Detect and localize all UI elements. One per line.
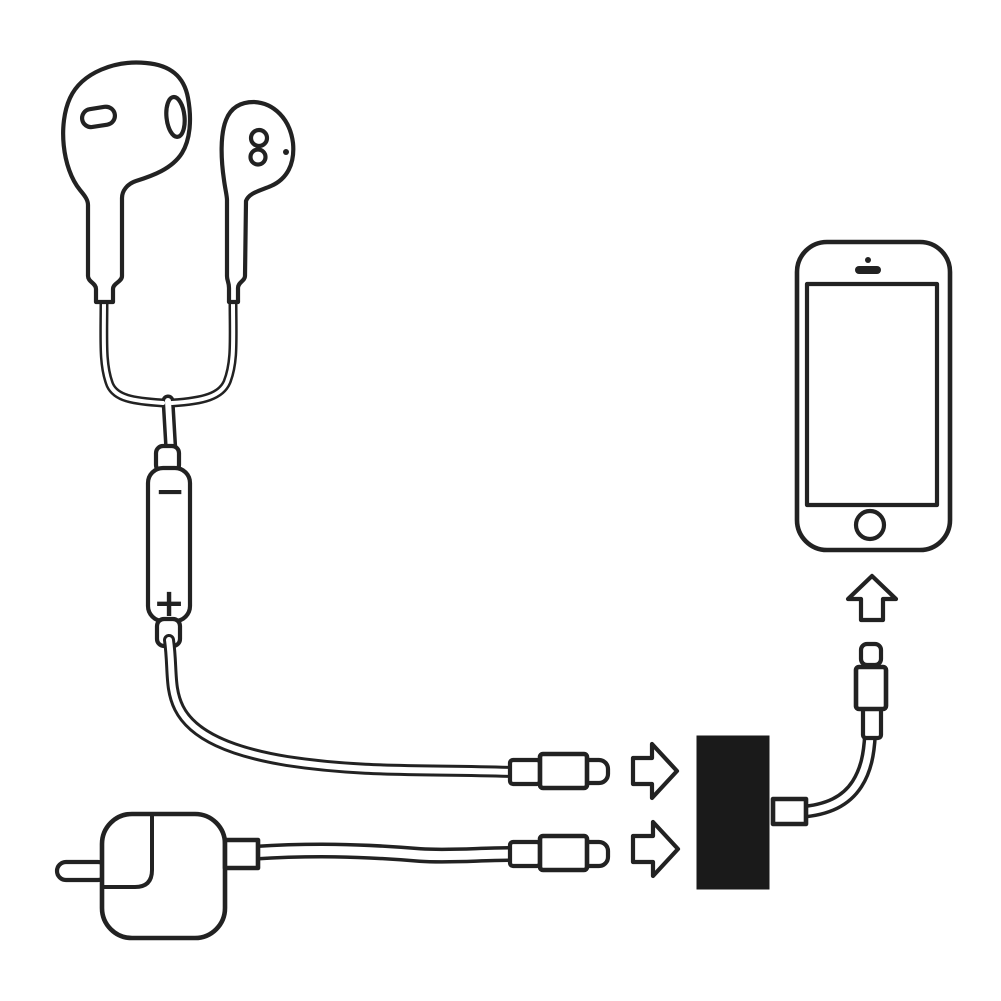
splitter-adapter-assembly [696, 573, 899, 890]
merged-cable-core [165, 398, 174, 455]
volume-down-minus-icon: − [155, 472, 185, 513]
charge-connector-strain-relief [507, 839, 543, 869]
left-earbud-cable-core [101, 298, 165, 405]
audio-lightning-connector [507, 751, 611, 791]
power-adapter-assembly [54, 811, 611, 941]
iphone-camera-dot [865, 257, 871, 263]
iphone-screen [804, 281, 940, 508]
phone-connector-body [853, 664, 889, 712]
right-earbud-mic-dot [283, 149, 289, 155]
audio-cable [163, 634, 518, 778]
adapter-output-port [770, 796, 809, 827]
earbuds-illustration [61, 60, 296, 459]
earbud-cables [99, 295, 238, 459]
iphone-earpiece-speaker [855, 266, 881, 274]
power-adapter-prong [54, 859, 110, 883]
iphone-illustration [794, 239, 953, 553]
inline-remote: − + [145, 443, 193, 649]
audio-cable-core [166, 637, 515, 775]
audio-cable-assembly [163, 634, 611, 791]
audio-connector-body [537, 751, 590, 791]
right-earbud-vent-hole-bottom [248, 147, 268, 167]
power-adapter-fold-line [102, 814, 154, 889]
splitter-adapter-body [696, 735, 770, 890]
left-earbud-speaker-slot [79, 104, 118, 130]
right-earbud-cable-core [170, 298, 236, 405]
phone-lightning-connector [853, 641, 889, 741]
power-adapter-body [99, 811, 228, 941]
right-earbud [219, 99, 296, 305]
charge-cable-core [245, 846, 517, 861]
arrow-right-icon [630, 741, 680, 801]
charge-connector-body [537, 833, 590, 873]
charge-lightning-connector [507, 833, 611, 873]
phone-connector-tip [858, 641, 884, 668]
adapter-output-cable-core [796, 731, 874, 816]
power-adapter-usb-plug [222, 837, 261, 871]
left-earbud-side-port [164, 94, 187, 139]
arrow-up-icon [845, 573, 899, 623]
right-earbud-vent-hole-top [248, 127, 270, 149]
volume-up-plus-icon: + [153, 581, 185, 625]
arrow-right-icon [630, 819, 681, 879]
audio-connector-strain-relief [507, 757, 543, 787]
iphone-home-button [853, 508, 887, 542]
